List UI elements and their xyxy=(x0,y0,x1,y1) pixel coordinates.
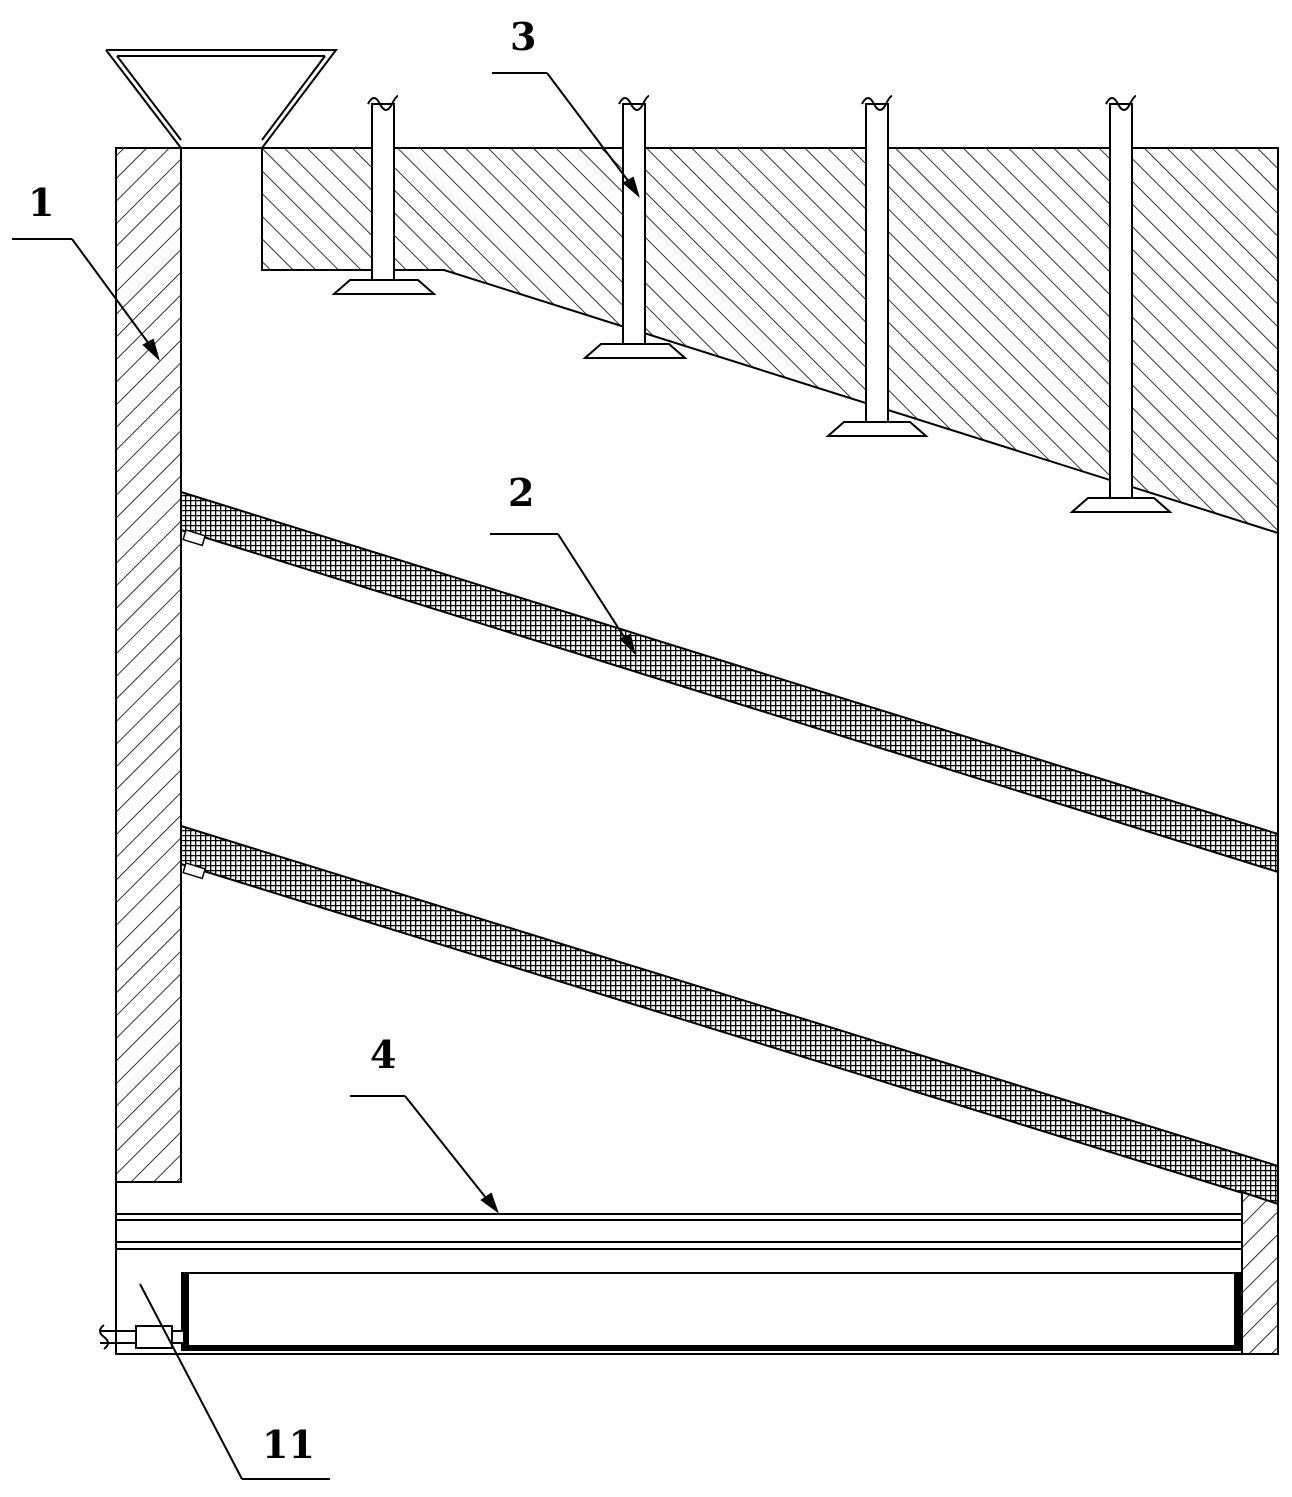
collection-basin xyxy=(181,1273,1242,1351)
nozzle-2 xyxy=(582,95,688,359)
nozzle-3 xyxy=(825,95,929,437)
label-3: 3 xyxy=(510,14,536,59)
nozzle-4 xyxy=(1069,95,1173,513)
screen-bracket-lower xyxy=(182,862,207,880)
label-2: 2 xyxy=(508,470,534,515)
top-block xyxy=(261,147,1279,535)
label-4: 4 xyxy=(370,1032,396,1077)
nozzle-1 xyxy=(331,95,437,295)
leader-lines xyxy=(12,72,640,1480)
drain-valve xyxy=(99,1324,185,1350)
screen-bracket-upper xyxy=(182,529,207,547)
bottom-tray xyxy=(116,1213,1242,1274)
label-1: 1 xyxy=(28,180,54,225)
feed-hopper xyxy=(105,49,339,149)
screen-plate-upper xyxy=(180,490,1279,874)
screen-plate-lower xyxy=(180,824,1279,1206)
left-wall xyxy=(115,147,182,1183)
right-support xyxy=(1241,1190,1279,1355)
label-11: 11 xyxy=(262,1422,315,1467)
